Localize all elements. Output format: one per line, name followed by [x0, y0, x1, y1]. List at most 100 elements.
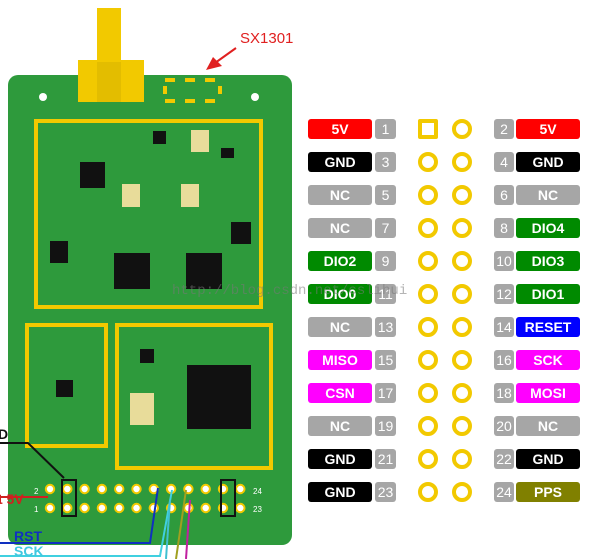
pin-number-right: 22: [494, 449, 514, 469]
component: [122, 184, 140, 207]
header-num-top-right: 24: [253, 487, 262, 496]
header-pad: [200, 483, 211, 495]
pin-number-left: 17: [375, 383, 396, 403]
header-num-top-left: 2: [34, 487, 39, 496]
sx1301-marker: [163, 78, 222, 103]
small-shield-outline: [25, 323, 108, 448]
sx1301-chip: [187, 365, 251, 429]
header-pad: [200, 502, 211, 514]
component: [181, 184, 199, 207]
pin-number-left: 19: [375, 416, 396, 436]
pin-label-left: GND: [308, 152, 372, 172]
header-pad-odd: [418, 383, 438, 403]
header-pad-even: [452, 284, 472, 304]
header-pad: [96, 502, 108, 514]
pin-label-left: 5V: [308, 119, 372, 139]
header-pad-odd: [418, 218, 438, 238]
component: [191, 130, 209, 152]
chip: [186, 253, 222, 289]
header-pad-even: [452, 251, 472, 271]
header-num-bottom-right: 23: [253, 505, 262, 514]
pin-number-left: 11: [375, 284, 396, 304]
antenna-connector-pin: [97, 8, 121, 68]
watermark: http://blog.csdn.net/cslihui: [172, 283, 408, 299]
pin-number-left: 13: [375, 317, 396, 337]
chip: [140, 349, 154, 363]
header-pad-even: [452, 218, 472, 238]
mount-hole: [39, 93, 47, 101]
header-pad-even: [452, 482, 472, 502]
header-pad: [44, 502, 56, 514]
pin-label-right: NC: [516, 185, 580, 205]
chip-callout-label: SX1301: [240, 30, 294, 47]
wires: [0, 442, 191, 559]
header-pad-even: [452, 185, 472, 205]
edge-label-d: D: [0, 426, 9, 442]
pin-number-left: 7: [375, 218, 396, 238]
pin-number-left: 1: [375, 119, 396, 139]
header-pad: [131, 502, 142, 514]
header-pad-even: [452, 416, 472, 436]
pin-label-right: GND: [516, 449, 580, 469]
callout-arrow: [206, 47, 237, 70]
mount-hole: [251, 93, 259, 101]
header-pad: [235, 483, 246, 495]
pin-label-right: GND: [516, 152, 580, 172]
pin-label-left: NC: [308, 416, 372, 436]
pin-number-right: 12: [494, 284, 514, 304]
pin-label-right: RESET: [516, 317, 580, 337]
chip: [153, 131, 166, 144]
lower-shield-outline: [115, 323, 273, 470]
pin-label-left: CSN: [308, 383, 372, 403]
pin-label-right: DIO3: [516, 251, 580, 271]
header-pad: [96, 483, 108, 495]
pin-number-left: 5: [375, 185, 396, 205]
rf-shield-outline: [34, 119, 263, 309]
pin-label-left: NC: [308, 218, 372, 238]
header-num-bottom-left: 1: [34, 505, 39, 514]
pin-number-left: 15: [375, 350, 396, 370]
header-pad-odd: [418, 185, 438, 205]
chip: [221, 148, 234, 158]
header-pad-odd: [418, 416, 438, 436]
header-pad: [44, 483, 56, 495]
pin-number-left: 9: [375, 251, 396, 271]
pin-label-right: SCK: [516, 350, 580, 370]
edge-label-5v: t 5V: [0, 491, 24, 507]
chip: [80, 162, 105, 188]
header-pad-odd: [418, 152, 438, 172]
pin-number-right: 16: [494, 350, 514, 370]
pin-label-right: PPS: [516, 482, 580, 502]
pin-label-left: DIO2: [308, 251, 372, 271]
header-pad-odd: [418, 317, 438, 337]
pin-label-left: NC: [308, 317, 372, 337]
component: [130, 393, 154, 425]
chip: [114, 253, 150, 289]
header-pin-1-pad: [418, 119, 438, 139]
pin-number-right: 24: [494, 482, 514, 502]
header-pad-even: [452, 317, 472, 337]
pin-label-right: NC: [516, 416, 580, 436]
pin-label-left: DIO0: [308, 284, 372, 304]
chip: [56, 380, 73, 397]
pin-number-right: 8: [494, 218, 514, 238]
pin-number-right: 10: [494, 251, 514, 271]
pin-number-right: 14: [494, 317, 514, 337]
header-pad-odd: [418, 350, 438, 370]
header-pad-even: [452, 152, 472, 172]
header-pad: [62, 483, 73, 495]
pin-number-right: 6: [494, 185, 514, 205]
pin-number-left: 21: [375, 449, 396, 469]
header-pad: [131, 483, 142, 495]
header-pad: [235, 502, 246, 514]
edge-label-sck: SCK: [14, 543, 44, 559]
header-pad-odd: [418, 284, 438, 304]
pin-label-right: DIO4: [516, 218, 580, 238]
header-pad: [114, 483, 125, 495]
header-box-left: [61, 479, 77, 517]
pin-number-right: 18: [494, 383, 514, 403]
header-pad-even: [452, 350, 472, 370]
header-pad-odd: [418, 482, 438, 502]
pin-label-right: 5V: [516, 119, 580, 139]
